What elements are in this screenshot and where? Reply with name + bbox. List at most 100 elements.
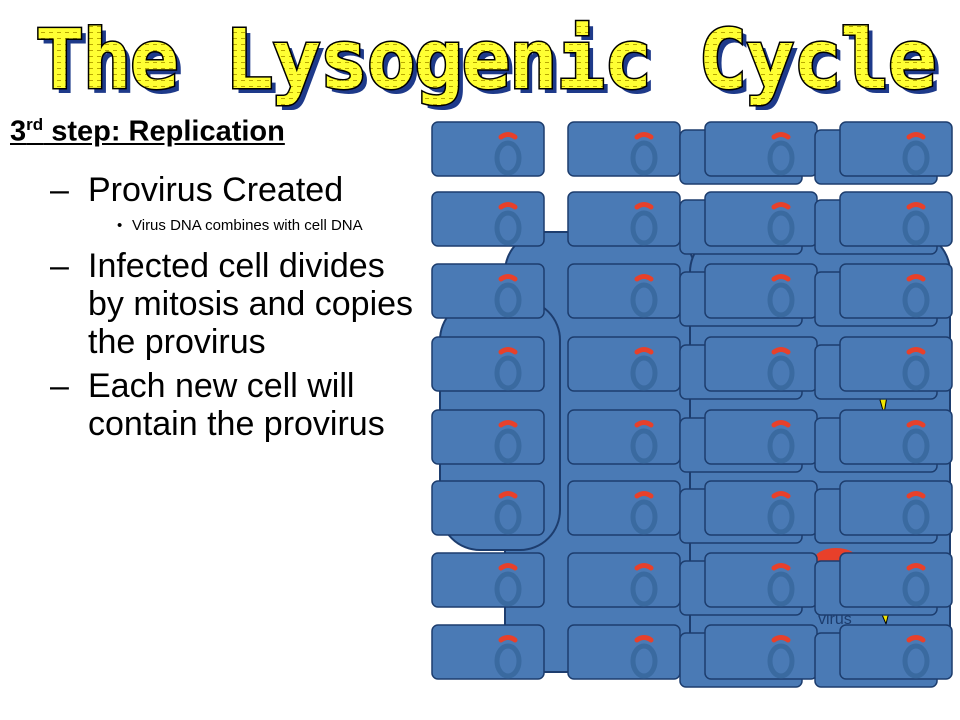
provirus-dna <box>634 274 654 282</box>
cell <box>431 263 545 319</box>
provirus-dna <box>906 202 926 210</box>
cell <box>679 624 818 688</box>
cell <box>679 263 818 327</box>
cell-dna-ring <box>630 140 658 176</box>
cell-dna-ring <box>494 643 522 679</box>
bullet-provirus-created: –Provirus Created <box>50 170 344 209</box>
cell <box>679 480 818 544</box>
cell <box>567 552 681 608</box>
provirus-dna <box>906 491 926 499</box>
cell-dna-ring <box>767 210 795 246</box>
cell <box>431 336 545 392</box>
cell-dna-ring <box>494 282 522 318</box>
provirus-dna <box>634 491 654 499</box>
cell <box>567 191 681 247</box>
cell <box>814 121 953 185</box>
provirus-dna <box>906 132 926 140</box>
provirus-dna <box>498 132 518 140</box>
provirus-dna <box>771 491 791 499</box>
provirus-dna <box>906 420 926 428</box>
cell-dna-ring <box>902 140 930 176</box>
cell <box>814 624 953 688</box>
cell-grid <box>431 121 953 688</box>
title-banner: The Lysogenic Cycle The Lysogenic Cycle <box>34 12 943 111</box>
cell-dna-ring <box>902 571 930 607</box>
provirus-dna <box>498 635 518 643</box>
provirus-dna <box>634 420 654 428</box>
cell-dna-ring <box>630 355 658 391</box>
cell-dna-ring <box>767 282 795 318</box>
cell <box>814 480 953 544</box>
cell <box>431 121 545 177</box>
cell-dna-ring <box>630 428 658 464</box>
provirus-dna <box>906 347 926 355</box>
cell <box>814 263 953 327</box>
provirus-dna <box>771 635 791 643</box>
step-heading: 3rd step: Replication <box>10 115 285 148</box>
provirus-dna <box>634 635 654 643</box>
cell-dna-ring <box>630 571 658 607</box>
cell <box>679 552 818 616</box>
provirus-dna <box>906 635 926 643</box>
provirus-dna <box>906 274 926 282</box>
cell <box>431 480 545 536</box>
provirus-dna <box>771 202 791 210</box>
cell <box>431 624 545 680</box>
cell-dna-ring <box>494 499 522 535</box>
cell <box>679 409 818 473</box>
cell <box>814 552 953 616</box>
cell <box>431 191 545 247</box>
cell <box>567 336 681 392</box>
cell-dna-ring <box>902 355 930 391</box>
provirus-dna <box>498 491 518 499</box>
cell-dna-ring <box>902 499 930 535</box>
cell <box>679 191 818 255</box>
cell-dna-ring <box>767 643 795 679</box>
provirus-dna <box>498 420 518 428</box>
sub-bullet-dna-combines: •Virus DNA combines with cell DNA <box>117 216 363 234</box>
cell <box>679 336 818 400</box>
cell-dna-ring <box>494 140 522 176</box>
provirus-dna <box>634 563 654 571</box>
bullet-infected-cell-divides: –Infected cell divides by mitosis and co… <box>50 246 414 361</box>
cell-dna-ring <box>767 140 795 176</box>
provirus-dna <box>771 420 791 428</box>
provirus-dna <box>771 274 791 282</box>
cell-dna-ring <box>630 282 658 318</box>
bullet-new-cells-contain: –Each new cell will contain the provirus <box>50 366 385 443</box>
cell-dna-ring <box>494 571 522 607</box>
cell-dna-ring <box>494 428 522 464</box>
cell-dna-ring <box>767 499 795 535</box>
bullet-list: 3rd step: Replication –Provirus Created … <box>10 115 430 449</box>
cell-dna-ring <box>902 428 930 464</box>
cell-dna-ring <box>902 210 930 246</box>
cell-dna-ring <box>630 643 658 679</box>
cell-dna-ring <box>767 571 795 607</box>
provirus-dna <box>498 274 518 282</box>
cell-dna-ring <box>630 210 658 246</box>
cell-dna-ring <box>494 355 522 391</box>
provirus-dna <box>498 347 518 355</box>
cell <box>431 552 545 608</box>
cell <box>567 480 681 536</box>
cell-dna-ring <box>630 499 658 535</box>
provirus-dna <box>498 563 518 571</box>
slide-title-shadow: The Lysogenic Cycle <box>40 18 940 110</box>
cell-dna-ring <box>767 355 795 391</box>
cell <box>567 263 681 319</box>
cell <box>814 409 953 473</box>
provirus-dna <box>634 347 654 355</box>
cell <box>567 409 681 465</box>
cell <box>567 121 681 177</box>
provirus-dna <box>634 202 654 210</box>
provirus-dna <box>771 132 791 140</box>
provirus-dna <box>906 563 926 571</box>
provirus-dna <box>771 347 791 355</box>
cell-dna-ring <box>902 643 930 679</box>
cell <box>567 624 681 680</box>
cell <box>814 336 953 400</box>
provirus-dna <box>771 563 791 571</box>
cell-dna-ring <box>494 210 522 246</box>
provirus-dna <box>498 202 518 210</box>
